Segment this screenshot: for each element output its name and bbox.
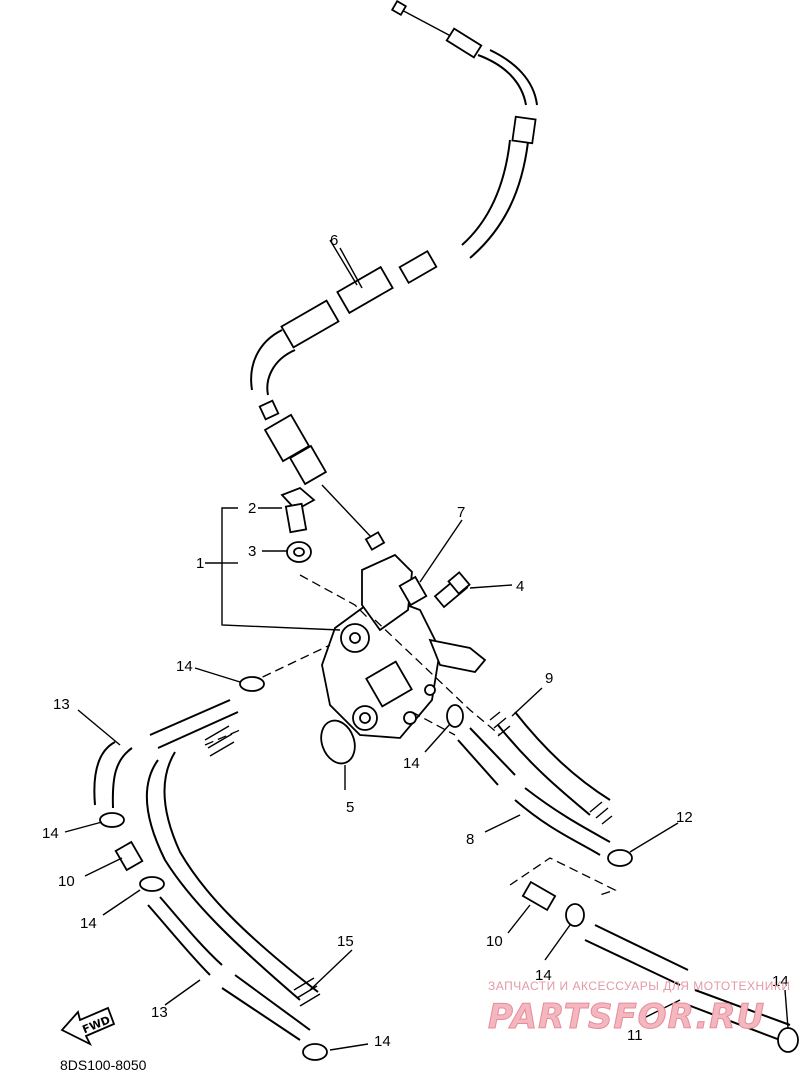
washer [286, 541, 312, 563]
delivery-hose-9 [489, 711, 613, 825]
pump-mount-bolt [433, 571, 471, 609]
label-12: 12 [676, 809, 693, 826]
watermark-logo: PARTSFOR.RU [488, 997, 765, 1037]
label-4: 4 [516, 578, 524, 595]
label-14-left-lower: 14 [80, 915, 97, 932]
label-14-right: 14 [535, 967, 552, 984]
label-10-left: 10 [58, 873, 75, 890]
label-14-bottom: 14 [374, 1033, 391, 1050]
label-13-lower: 13 [151, 1004, 168, 1021]
assembly-bracket [221, 507, 341, 631]
label-14-pump: 14 [176, 658, 193, 675]
label-2: 2 [248, 500, 256, 517]
label-8: 8 [466, 831, 474, 848]
label-3: 3 [248, 543, 256, 560]
label-5: 5 [346, 799, 354, 816]
delivery-pipe-8 [457, 727, 611, 856]
assembly-lines [204, 574, 617, 896]
label-11: 11 [627, 1027, 643, 1044]
callout-labels: 1 2 3 4 5 6 7 8 9 10 10 11 12 13 13 14 1… [42, 232, 789, 1050]
label-10-right: 10 [486, 933, 503, 950]
hose-clamps [99, 676, 799, 1061]
oil-pump-body [321, 553, 487, 739]
label-6: 6 [330, 232, 338, 249]
watermark: ЗАПЧАСТИ И АКСЕССУАРЫ ДЛЯ МОТОТЕХНИКИ PA… [488, 979, 790, 1038]
label-14-mid: 14 [403, 755, 420, 772]
label-15: 15 [337, 933, 354, 950]
hose-13-lower [147, 896, 311, 1041]
label-13-upper: 13 [53, 696, 70, 713]
diagram-code: 8DS100-8050 [60, 1057, 147, 1073]
leader-lines [64, 247, 789, 1051]
banjo-bolt [280, 486, 316, 534]
fwd-arrow: FWD [60, 1006, 116, 1047]
label-9: 9 [545, 670, 553, 687]
hose-joints [114, 840, 557, 912]
pump-cable [250, 0, 538, 551]
suction-pipe [145, 699, 321, 1007]
watermark-tagline: ЗАПЧАСТИ И АКСЕССУАРЫ ДЛЯ МОТОТЕХНИКИ [488, 979, 790, 993]
o-ring [320, 719, 356, 765]
label-14-left-upper: 14 [42, 825, 59, 842]
label-7: 7 [457, 504, 465, 521]
adjuster-nut [398, 575, 428, 607]
hose-11 [584, 924, 791, 1041]
label-14-far-right: 14 [772, 973, 789, 990]
hose-13-upper [93, 741, 133, 809]
label-1: 1 [196, 555, 204, 572]
